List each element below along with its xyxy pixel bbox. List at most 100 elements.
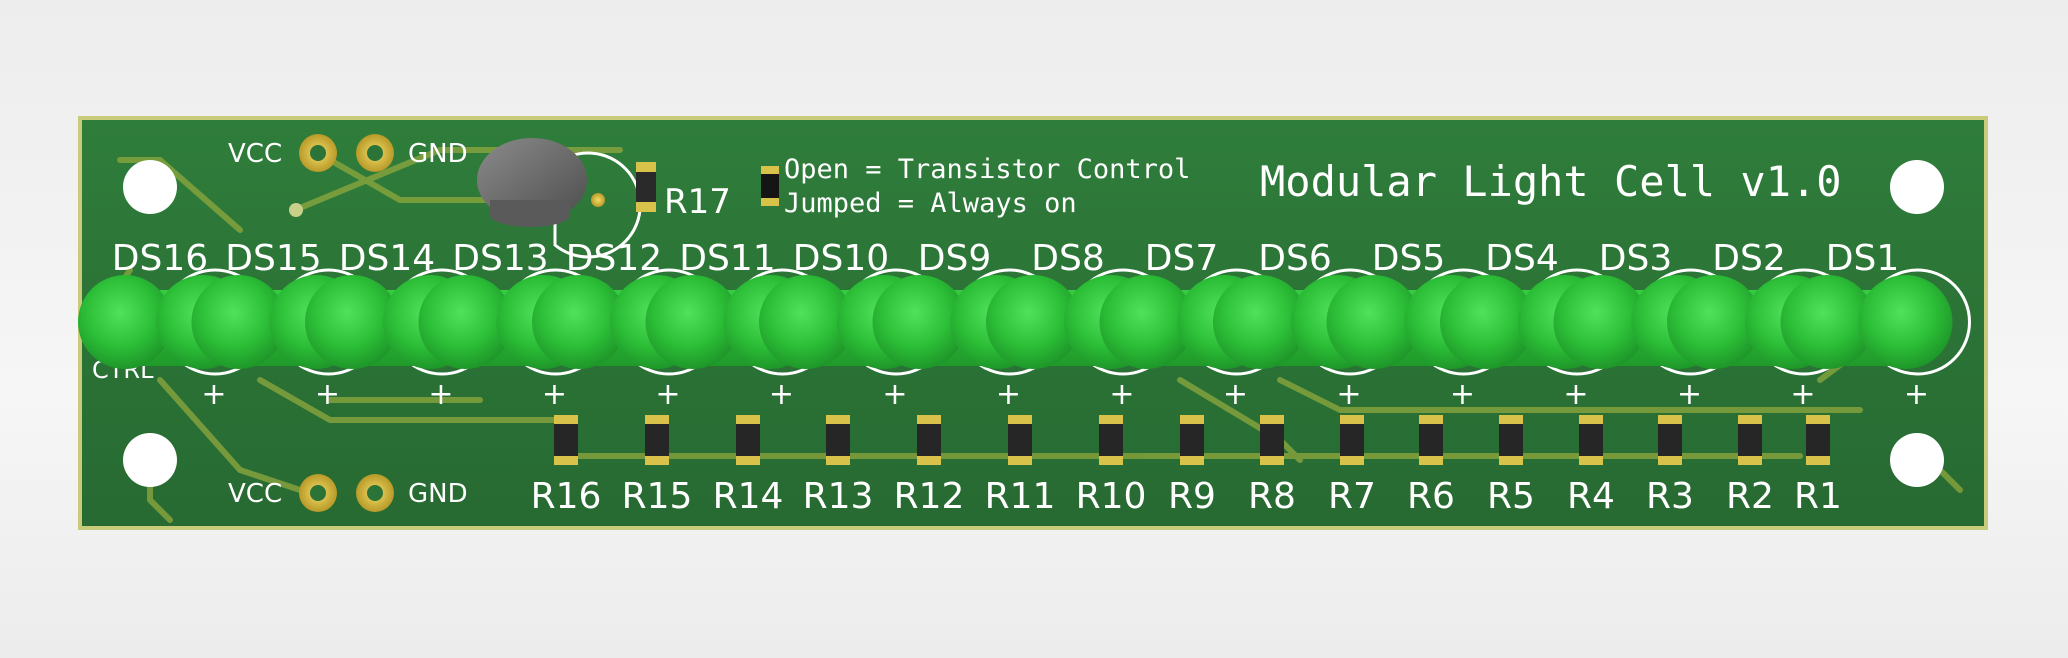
mounting-hole (123, 433, 177, 487)
resistor-body (1806, 424, 1830, 456)
resistor-label: R16 (531, 476, 602, 517)
led-dome-back (759, 275, 853, 369)
led-ds1: DS1 + (1780, 238, 1971, 412)
led-polarity-mark: + (1790, 377, 1815, 412)
transistor-pad (591, 193, 605, 207)
resistor-label: R4 (1567, 476, 1615, 517)
led-dome-back (986, 275, 1080, 369)
led-label: DS4 (1485, 238, 1558, 279)
resistor-label: R10 (1076, 476, 1147, 517)
led-polarity-mark: + (1336, 377, 1361, 412)
gnd-label-bottom: GND (408, 479, 468, 509)
resistor-r14: R14 (713, 415, 784, 517)
resistor-label: R5 (1487, 476, 1535, 517)
resistor-r8: R8 (1248, 415, 1296, 517)
led-dome-back (1213, 275, 1307, 369)
led-dome-back (645, 275, 740, 369)
resistor-r10: R10 (1076, 415, 1147, 517)
led-dome-back (1667, 275, 1761, 369)
resistor-label: R11 (985, 476, 1056, 517)
led-polarity-mark: + (1677, 377, 1702, 412)
resistor-body (1738, 424, 1762, 456)
resistor-label: R2 (1726, 476, 1774, 517)
led-dome-back (872, 275, 967, 369)
led-polarity-mark: + (1109, 377, 1134, 412)
led-array: DS16+DS15+DS14+DS13+DS12+DS11+DS10+DS9+D… (78, 238, 1971, 412)
led-label: DS8 (1031, 238, 1104, 279)
resistor-label: R7 (1328, 476, 1376, 517)
led-dome (1858, 275, 1953, 369)
r17-label: R17 (664, 182, 731, 222)
resistor-r5: R5 (1487, 415, 1535, 517)
led-dome-back (1780, 275, 1875, 369)
board-title: Modular Light Cell v1.0 (1260, 157, 1842, 206)
resistor-body (1008, 424, 1032, 456)
led-ds11: DS11 + (645, 238, 836, 412)
led-polarity-mark: + (201, 377, 226, 412)
resistor-body (826, 424, 850, 456)
resistor-r3: R3 (1646, 415, 1694, 517)
led-ds6: DS6 + (1213, 238, 1404, 412)
led-label: DS1 (1826, 238, 1899, 279)
led-label: DS16 (112, 238, 208, 279)
led-label: DS2 (1712, 238, 1785, 279)
led-dome-back (305, 275, 399, 369)
led-polarity-mark: + (542, 377, 567, 412)
resistor-r15: R15 (622, 415, 692, 517)
resistor-r1: R1 (1794, 415, 1842, 517)
pad-hole (367, 485, 383, 501)
via (289, 203, 303, 217)
led-label: DS11 (679, 238, 775, 279)
jumper-body (761, 174, 779, 198)
resistor-body (1260, 424, 1284, 456)
resistor-body (1099, 424, 1123, 456)
note-open: Open = Transistor Control (784, 154, 1190, 185)
led-label: DS5 (1372, 238, 1445, 279)
note-jumped: Jumped = Always on (784, 188, 1077, 219)
led-dome-back (1553, 275, 1648, 369)
resistor-label: R9 (1168, 476, 1216, 517)
resistor-body (554, 424, 578, 456)
led-polarity-mark: + (315, 377, 340, 412)
gnd-label-top: GND (408, 139, 468, 169)
mounting-hole (1890, 433, 1944, 487)
led-polarity-mark: + (1223, 377, 1248, 412)
led-ds8: DS8 + (986, 238, 1177, 412)
led-label: DS10 (793, 238, 889, 279)
resistor-r12: R12 (894, 415, 965, 517)
resistor-label: R12 (894, 476, 965, 517)
led-polarity-mark: + (1450, 377, 1475, 412)
resistor-body (1658, 424, 1682, 456)
led-label: DS13 (452, 238, 548, 279)
resistor-body (1180, 424, 1204, 456)
resistor-body (1340, 424, 1364, 456)
resistor-label: R6 (1407, 476, 1455, 517)
led-label: DS7 (1145, 238, 1218, 279)
led-polarity-mark: + (428, 377, 453, 412)
resistor-r7: R7 (1328, 415, 1376, 517)
led-dome-back (418, 275, 513, 369)
resistor-r9: R9 (1168, 415, 1216, 517)
resistor-body (1419, 424, 1443, 456)
resistor-body (917, 424, 941, 456)
led-label: DS15 (225, 238, 321, 279)
resistor-label: R14 (713, 476, 784, 517)
led-label: DS9 (918, 238, 991, 279)
led-label: DS6 (1258, 238, 1331, 279)
led-dome-back (1440, 275, 1534, 369)
resistor-body (636, 172, 656, 202)
led-polarity-mark: + (1563, 377, 1588, 412)
resistor-label: R1 (1794, 476, 1842, 517)
resistor-body (1499, 424, 1523, 456)
resistor-r6: R6 (1407, 415, 1455, 517)
led-label: DS3 (1599, 238, 1672, 279)
resistor-body (645, 424, 669, 456)
led-polarity-mark: + (996, 377, 1021, 412)
led-polarity-mark: + (769, 377, 794, 412)
resistor-body (736, 424, 760, 456)
led-polarity-mark: + (882, 377, 907, 412)
led-ds3: DS3 + (1553, 238, 1744, 412)
vcc-label-bottom: VCC (228, 479, 282, 509)
